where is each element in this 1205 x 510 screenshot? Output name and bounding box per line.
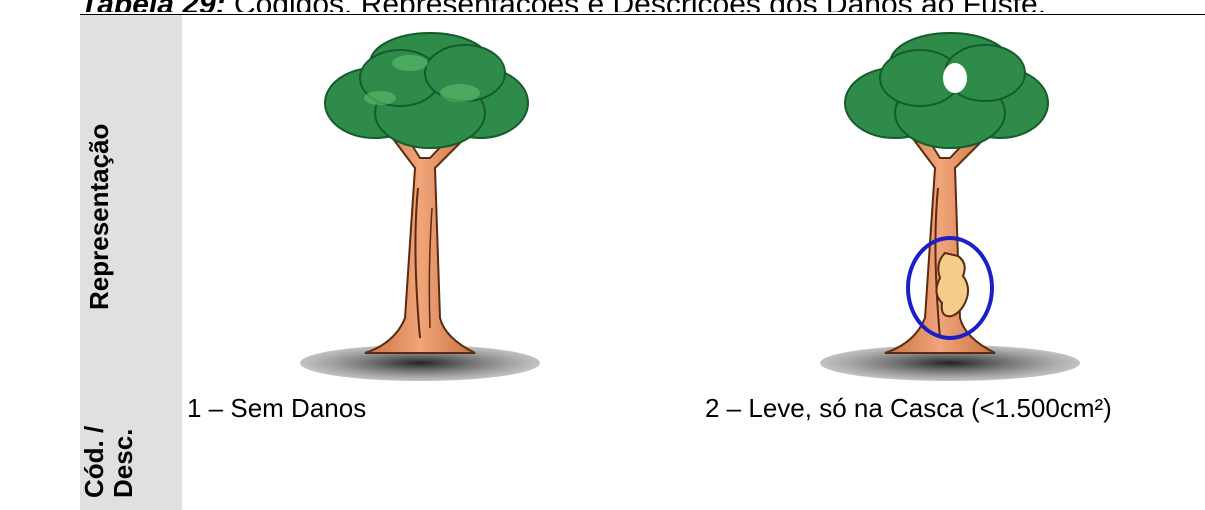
item-description-2: 2 – Leve, só na Casca (<1.500cm²) [705, 393, 1112, 423]
item-description-1: 1 – Sem Danos [187, 393, 367, 423]
damage-highlight-circle [906, 236, 994, 340]
caption-label: Tabela 29: [80, 0, 226, 12]
row-label-code-desc: Cód. / Desc. [79, 425, 138, 498]
tree-shadow [300, 345, 540, 381]
bark-wound [935, 251, 969, 318]
caption-rule [80, 14, 1205, 15]
row-label-code: Cód. / [79, 425, 109, 498]
row-label-representation: Representação [84, 123, 114, 310]
tree-trunk [364, 124, 478, 354]
table-caption: Tabela 29: Códigos, Representações e Des… [80, 0, 1205, 12]
tree-foliage [844, 32, 1049, 149]
caption-text: Códigos, Representações e Descrições dos… [226, 0, 1046, 12]
bark-damaged-tree-icon [820, 32, 1080, 381]
row-header-column [80, 15, 182, 510]
row-label-desc: Desc. [108, 428, 138, 498]
tree-foliage [324, 32, 529, 149]
healthy-tree-icon [300, 32, 540, 381]
